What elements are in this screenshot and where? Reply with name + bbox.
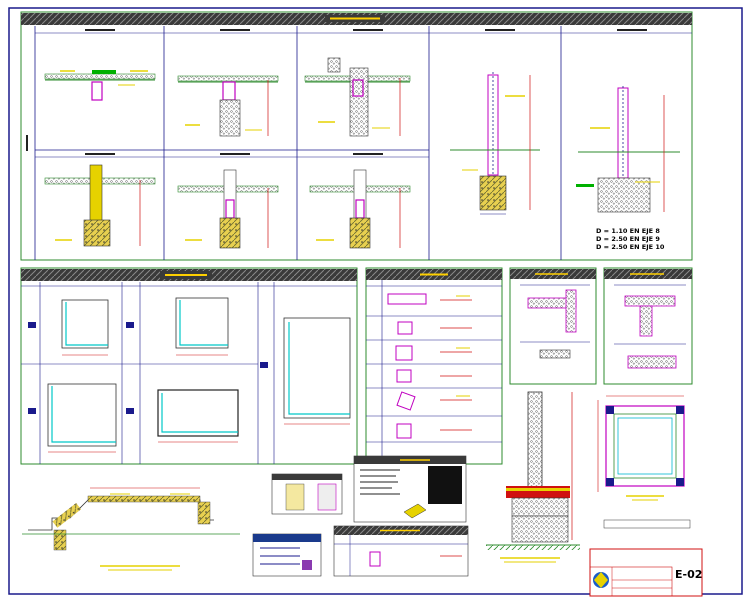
panel-joint-detail-a: [509, 267, 597, 385]
panel-joint-detail-b: [603, 267, 693, 385]
depth-note-2: D = 2.50 EN EJE 9: [596, 235, 660, 243]
depth-note-1: D = 1.10 EN EJE 8: [596, 227, 660, 235]
detail-strip-footing-b: [304, 57, 411, 137]
detail-retaining-wall: [486, 391, 580, 563]
sheet-number: E-02: [675, 568, 703, 581]
panel-small-section: [333, 525, 469, 577]
detail-pad-footing-a: [44, 164, 156, 247]
detail-strip-footing-a: [177, 75, 279, 137]
detail-longitudinal-section: [22, 487, 240, 571]
panel-foundation-details: [20, 11, 693, 261]
panel-legend-b: [252, 533, 322, 577]
panel-beam-sections: [365, 267, 503, 465]
detail-column-footing-a: [450, 72, 540, 215]
title-block: [589, 548, 703, 597]
detail-pit-plan: [597, 395, 691, 529]
panel-slab-plans: [20, 267, 358, 465]
panel-general-notes: [353, 455, 467, 523]
detail-pad-footing-b: [177, 169, 279, 249]
panel-legend-a: [271, 473, 343, 515]
detail-column-footing-b: [576, 86, 680, 213]
detail-pad-footing-c: [309, 169, 411, 249]
sheet-border: [8, 7, 743, 595]
depth-note-3: D = 2.50 EN EJE 10: [596, 243, 665, 251]
detail-slab-edge: [44, 70, 156, 101]
